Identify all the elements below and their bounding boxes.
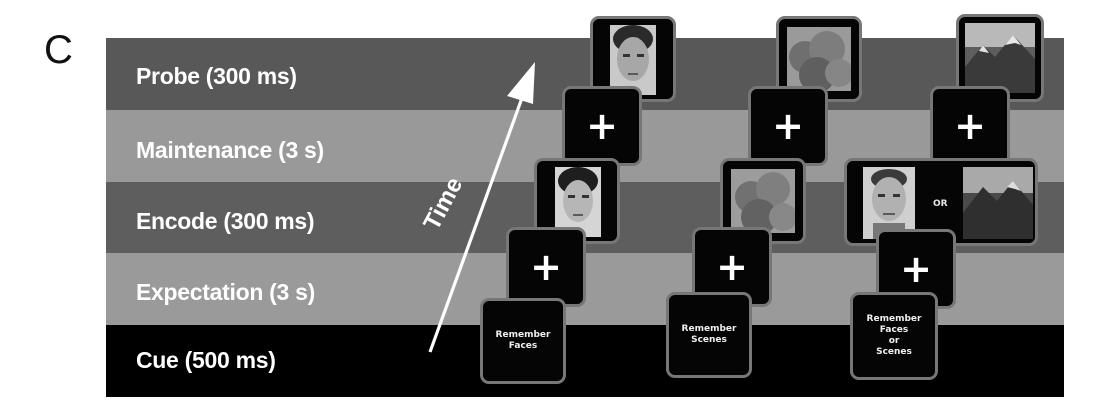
cue-line: Scenes [691,335,727,345]
or-label: OR [933,199,948,209]
cue-line: or [888,336,900,346]
scene-image [731,169,795,233]
cue-screen-either: Remember Faces or Scenes [850,292,938,380]
face-image [555,167,601,237]
cue-line: Remember [866,314,922,324]
cue-line: Scenes [876,347,912,357]
fixation-cross: + [900,247,932,291]
cue-line: Faces [879,325,909,335]
face-image [863,167,915,239]
face-image [610,25,656,95]
maintenance-fixation-screen-either: + [930,86,1010,166]
fixation-cross: + [716,245,748,289]
cue-text: Remember Scenes [669,295,749,375]
cue-line: Remember [495,330,551,340]
cue-screen-scenes: Remember Scenes [666,292,752,378]
scene-image [787,27,851,91]
maintenance-fixation-screen-scenes: + [748,86,828,166]
fixation-cross: + [530,245,562,289]
maintenance-fixation-screen-faces: + [562,86,642,166]
cue-line: Remember [681,324,737,334]
mountain-image [963,167,1033,239]
cue-screen-faces: Remember Faces [480,298,566,384]
row-label-encode: Encode (300 ms) [136,208,315,234]
mountain-image [965,23,1035,93]
fixation-cross: + [772,104,804,148]
expectation-fixation-screen-faces: + [506,227,586,307]
fixation-cross: + [586,104,618,148]
row-label-cue: Cue (500 ms) [136,347,276,373]
encode-screen-either: OR [844,158,1038,246]
cue-text: Remember Faces or Scenes [853,295,935,377]
panel-letter: C [44,28,73,72]
cue-line: Faces [508,341,538,351]
row-label-probe: Probe (300 ms) [136,63,297,89]
row-label-expectation: Expectation (3 s) [136,279,315,305]
cue-text: Remember Faces [483,301,563,381]
row-label-maintenance: Maintenance (3 s) [136,137,324,163]
fixation-cross: + [954,104,986,148]
